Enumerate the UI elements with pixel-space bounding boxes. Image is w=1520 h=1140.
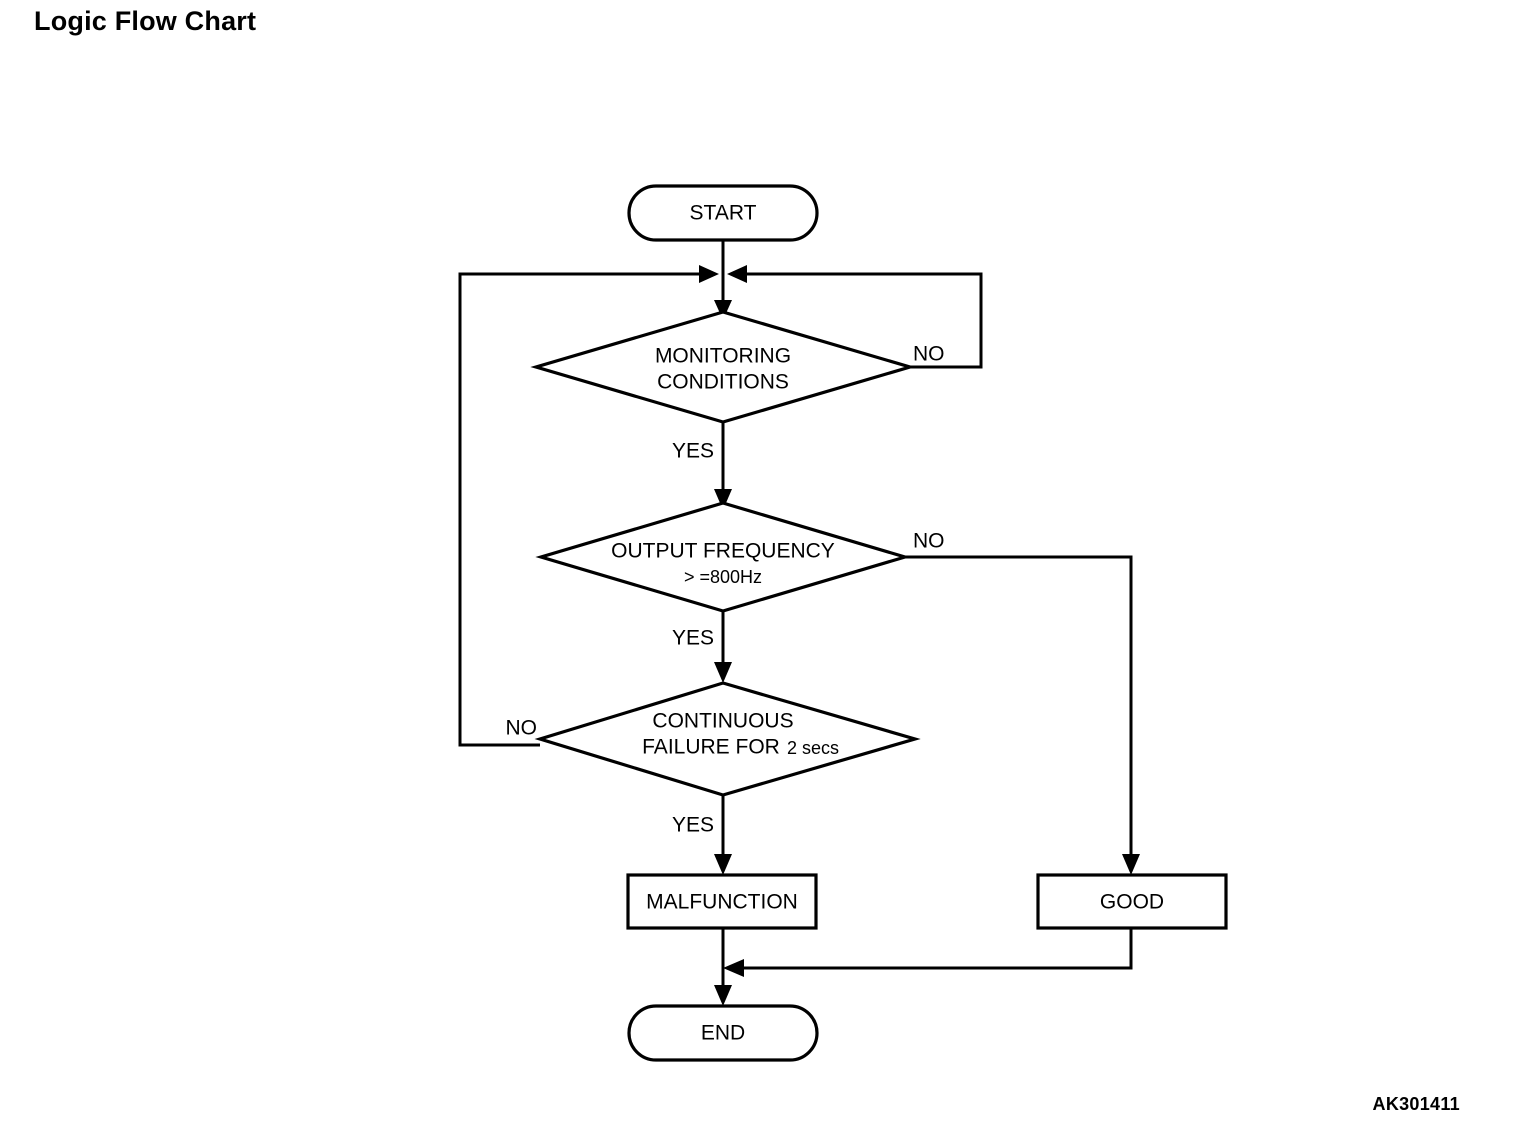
node-monitoring-label-line1: MONITORING: [655, 345, 791, 368]
edge-label-continuous-no: NO: [506, 717, 538, 740]
edge-malfunction-to-end: [714, 928, 732, 1006]
node-good-label: GOOD: [1100, 891, 1164, 914]
node-continuous-label-line2a: FAILURE FOR: [642, 736, 780, 759]
edge-start-to-junction: [714, 240, 732, 320]
figure-code: AK301411: [1372, 1094, 1460, 1114]
edge-good-to-end: [723, 928, 1133, 977]
node-frequency-label-line1: OUTPUT FREQUENCY: [611, 540, 835, 563]
page-title: Logic Flow Chart: [34, 6, 257, 36]
node-malfunction-label: MALFUNCTION: [646, 891, 798, 914]
edge-continuous-no-loop: [458, 265, 719, 747]
node-continuous-label-line2b: 2 secs: [787, 738, 839, 758]
edge-monitoring-no-loop: [727, 265, 983, 369]
node-start[interactable]: START: [627, 184, 819, 242]
node-end[interactable]: END: [627, 1004, 819, 1062]
node-frequency-label-line2: > =800Hz: [684, 567, 762, 587]
node-end-label: END: [701, 1022, 745, 1045]
node-monitoring-label-line2: CONDITIONS: [657, 371, 789, 394]
edge-label-monitoring-yes: YES: [672, 440, 714, 463]
node-continuous-label-line1: CONTINUOUS: [652, 710, 793, 733]
edge-label-monitoring-no: NO: [913, 343, 945, 366]
node-start-label: START: [690, 202, 757, 225]
node-monitoring-conditions[interactable]: MONITORING CONDITIONS: [530, 310, 916, 424]
edge-label-frequency-yes: YES: [672, 627, 714, 650]
node-malfunction[interactable]: MALFUNCTION: [626, 873, 818, 930]
edge-label-frequency-no: NO: [913, 530, 945, 553]
edge-continuous-yes: [714, 795, 732, 875]
edge-monitoring-yes: [714, 422, 732, 510]
node-good[interactable]: GOOD: [1036, 873, 1228, 930]
node-output-frequency[interactable]: OUTPUT FREQUENCY > =800Hz: [535, 501, 911, 613]
node-continuous-failure[interactable]: CONTINUOUS FAILURE FOR 2 secs: [534, 681, 921, 797]
edge-label-continuous-yes: YES: [672, 814, 714, 837]
edge-frequency-no: [905, 555, 1140, 875]
